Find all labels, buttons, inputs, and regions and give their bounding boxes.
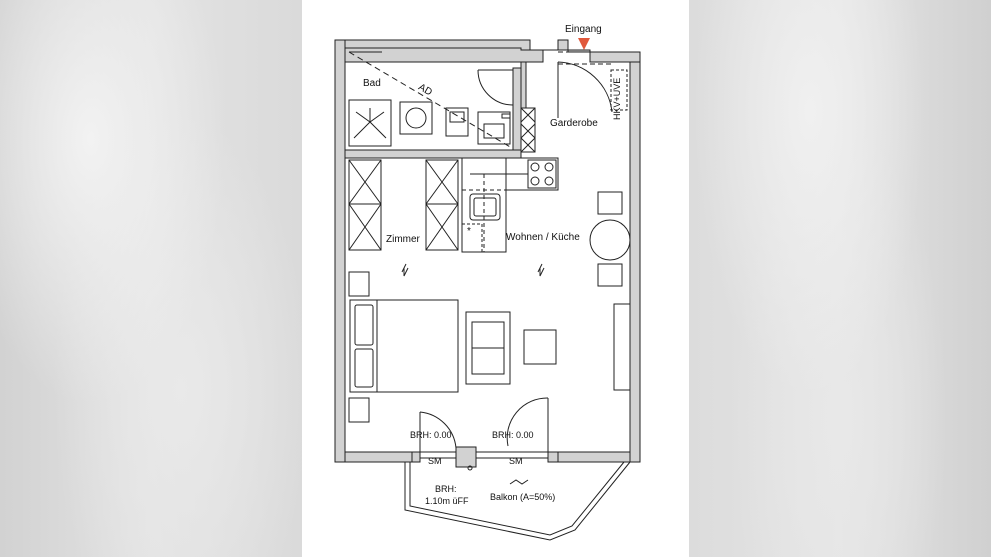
- level-arrow-kitchen: [537, 263, 545, 277]
- label-entrance: Eingang: [565, 24, 602, 35]
- blurred-background-left: [0, 0, 302, 557]
- label-balcony-parapet-2: 1.10m üFF: [425, 496, 469, 506]
- wc: [445, 107, 469, 137]
- meter-box: [610, 69, 628, 111]
- pillar: [455, 446, 477, 468]
- label-parapet-left: BRH: 0.00: [410, 430, 452, 440]
- nightstand-top: [348, 271, 370, 297]
- level-arrow-balcony: [509, 479, 529, 485]
- label-parapet-right: BRH: 0.00: [492, 430, 534, 440]
- washing-machine: [399, 101, 433, 135]
- wash-basin: [477, 111, 511, 145]
- outer-wall: [334, 39, 641, 463]
- label-balcony: Balkon (A=50%): [490, 492, 555, 502]
- armchair: [465, 311, 511, 385]
- bathroom-wall-right: [512, 67, 522, 151]
- label-bathroom: Bad: [363, 78, 381, 89]
- balcony-door-left: [419, 411, 457, 452]
- dining-table: [589, 219, 631, 261]
- wardrobe-left-bottom: [348, 203, 382, 251]
- chair-bottom: [597, 263, 623, 287]
- label-meter: HKV+UVE: [612, 78, 622, 120]
- label-asterisk: *: [467, 226, 471, 237]
- stove: [527, 159, 557, 189]
- entrance-door: [557, 61, 613, 118]
- wall-right-thick: [629, 61, 641, 463]
- duct-line: [348, 51, 513, 149]
- label-sm-right: SM: [509, 456, 523, 466]
- floor-plan-panel: [302, 0, 689, 557]
- wardrobe-cabinet: [520, 107, 536, 153]
- label-wardrobe: Garderobe: [550, 118, 598, 129]
- wall-left-thick: [334, 39, 346, 463]
- nightstand-bottom: [348, 397, 370, 423]
- balcony-door-right: [506, 397, 549, 452]
- sideboard: [613, 303, 631, 391]
- label-balcony-parapet-1: BRH:: [435, 484, 457, 494]
- wardrobe-mid-bottom: [425, 203, 459, 251]
- blurred-background-right: [689, 0, 991, 557]
- label-living-kitchen: Wohnen / Küche: [506, 232, 580, 243]
- balcony-outline: [404, 461, 631, 541]
- label-duct: AD: [416, 82, 434, 98]
- wall-top-right: [589, 51, 641, 63]
- wall-bottom-right: [557, 451, 631, 463]
- bed: [349, 299, 459, 393]
- garderobe-wall: [520, 61, 527, 109]
- level-arrow-zimmer: [401, 263, 409, 277]
- label-room: Zimmer: [386, 234, 421, 245]
- entrance-marker-icon: [578, 38, 590, 50]
- coffee-table: [523, 329, 557, 365]
- sink: [469, 193, 501, 221]
- shower-tray: [348, 99, 392, 147]
- label-sm-left: SM: [428, 456, 442, 466]
- wall-bottom-left: [344, 451, 413, 463]
- bath-door: [477, 69, 514, 106]
- bathroom-wall: [344, 149, 522, 159]
- chair-top: [597, 191, 623, 215]
- wall-top-left: [344, 39, 531, 51]
